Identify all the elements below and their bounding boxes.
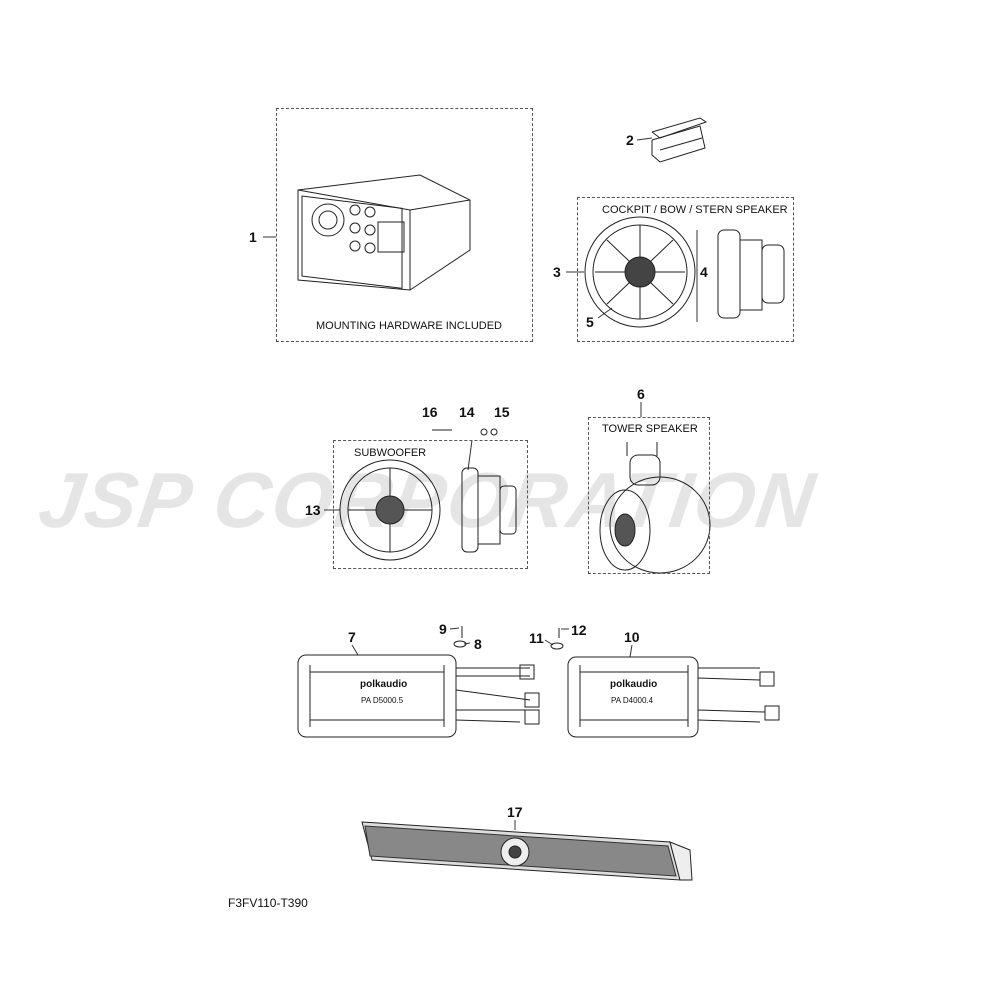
amp-7-brand: polkaudio <box>360 679 408 690</box>
tower-speaker-group <box>588 417 710 574</box>
subwoofer-group <box>333 440 528 569</box>
callout-4[interactable]: 4 <box>700 264 708 280</box>
callout-9[interactable]: 9 <box>439 621 447 637</box>
callout-5[interactable]: 5 <box>586 314 594 330</box>
head-unit-drawing <box>297 174 471 291</box>
soundbar-drawing <box>361 821 693 881</box>
head-unit-group <box>276 108 533 342</box>
callout-3[interactable]: 3 <box>553 264 561 280</box>
callout-15[interactable]: 15 <box>494 404 510 420</box>
cockpit-speaker-group <box>577 197 794 342</box>
head-unit-caption: MOUNTING HARDWARE INCLUDED <box>316 320 502 332</box>
amp-7-drawing <box>297 626 540 738</box>
callout-1[interactable]: 1 <box>249 229 257 245</box>
amp-10-drawing <box>550 628 780 738</box>
amp-10-brand: polkaudio <box>610 679 658 690</box>
callout-12[interactable]: 12 <box>571 622 587 638</box>
callout-6[interactable]: 6 <box>637 386 645 402</box>
callout-7[interactable]: 7 <box>348 629 356 645</box>
callout-11[interactable]: 11 <box>529 630 544 646</box>
callout-16[interactable]: 16 <box>422 404 438 420</box>
cockpit-speaker-drawing <box>584 216 785 328</box>
callout-2[interactable]: 2 <box>626 132 634 148</box>
amp-10-model: PA D4000.4 <box>611 696 654 705</box>
part-2-drawing <box>651 117 708 163</box>
diagram-code: F3FV110-T390 <box>228 896 308 910</box>
subwoofer-title: SUBWOOFER <box>354 447 427 459</box>
cockpit-title: COCKPIT / BOW / STERN SPEAKER <box>602 204 788 216</box>
callout-17[interactable]: 17 <box>507 804 523 820</box>
callout-13[interactable]: 13 <box>305 502 321 518</box>
tower-speaker-drawing <box>599 442 711 574</box>
callout-10[interactable]: 10 <box>624 629 640 645</box>
amp-7-model: PA D5000.5 <box>361 696 404 705</box>
leader-lines <box>263 137 698 830</box>
tower-title: TOWER SPEAKER <box>602 423 698 435</box>
subwoofer-drawing <box>339 428 517 561</box>
callout-8[interactable]: 8 <box>474 636 482 652</box>
callout-14[interactable]: 14 <box>459 404 475 420</box>
